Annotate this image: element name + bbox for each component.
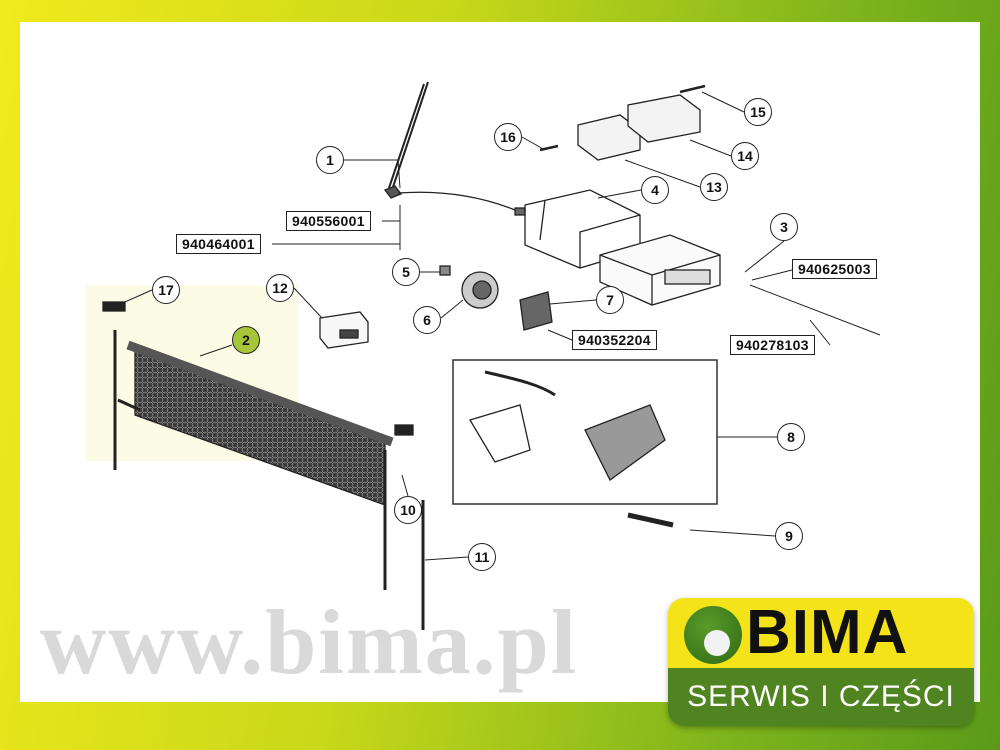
callout-7[interactable]: 7 bbox=[596, 286, 624, 314]
callout-17[interactable]: 17 bbox=[152, 276, 180, 304]
callout-6[interactable]: 6 bbox=[413, 306, 441, 334]
antenna bbox=[388, 81, 429, 191]
ball-logo-icon bbox=[684, 606, 742, 664]
logo-tagline: SERWIS I CZĘŚCI bbox=[668, 668, 974, 726]
callout-10[interactable]: 10 bbox=[394, 496, 422, 524]
radio bbox=[599, 234, 721, 306]
callout-1[interactable]: 1 bbox=[316, 146, 344, 174]
bima-logo: BIMA SERWIS I CZĘŚCI bbox=[668, 598, 974, 726]
group-box-8 bbox=[452, 359, 718, 505]
part-number-940556001[interactable]: 940556001 bbox=[286, 211, 371, 231]
part-number-940464001[interactable]: 940464001 bbox=[176, 234, 261, 254]
callout-16[interactable]: 16 bbox=[494, 123, 522, 151]
callout-8[interactable]: 8 bbox=[777, 423, 805, 451]
callout-2[interactable]: 2 bbox=[232, 326, 260, 354]
callout-15[interactable]: 15 bbox=[744, 98, 772, 126]
watermark: www.bima.pl bbox=[40, 591, 579, 693]
part-number-940625003[interactable]: 940625003 bbox=[792, 259, 877, 279]
part-number-940352204[interactable]: 940352204 bbox=[572, 330, 657, 350]
callout-11[interactable]: 11 bbox=[468, 543, 496, 571]
callout-14[interactable]: 14 bbox=[731, 142, 759, 170]
callout-5[interactable]: 5 bbox=[392, 258, 420, 286]
callout-13[interactable]: 13 bbox=[700, 173, 728, 201]
part-number-940278103[interactable]: 940278103 bbox=[730, 335, 815, 355]
callout-3[interactable]: 3 bbox=[770, 213, 798, 241]
logo-name: BIMA bbox=[746, 598, 909, 667]
callout-4[interactable]: 4 bbox=[641, 176, 669, 204]
callout-9[interactable]: 9 bbox=[775, 522, 803, 550]
callout-12[interactable]: 12 bbox=[266, 274, 294, 302]
